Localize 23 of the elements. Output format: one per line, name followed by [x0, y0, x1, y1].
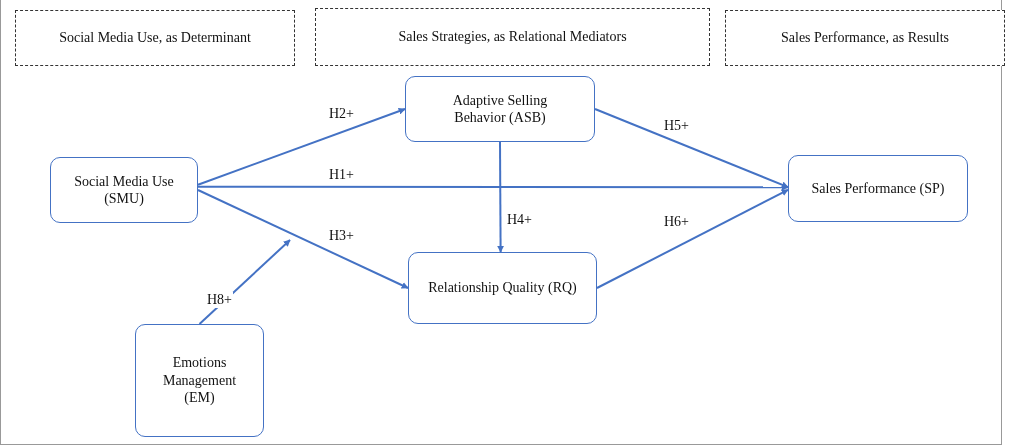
category-header-box: [15, 10, 295, 66]
construct-box: [788, 155, 968, 222]
node-label: Sales Strategies, as Relational Mediators: [398, 28, 627, 46]
arrow: [197, 107, 406, 186]
construct-box: [50, 157, 198, 223]
arrow: [596, 188, 789, 289]
node-label: Sales Performance, as Results: [781, 29, 949, 47]
category-header-box: [725, 10, 1005, 66]
node-label: Emotions Management (EM): [161, 354, 238, 407]
node-label: Relationship Quality (RQ): [428, 279, 577, 297]
construct-box: [135, 324, 264, 437]
node-label: Social Media Use, as Determinant: [59, 29, 251, 47]
construct-box: [405, 76, 595, 142]
category-header-box: [315, 8, 710, 66]
arrow: [594, 108, 789, 189]
edge-label: H8+: [206, 292, 233, 308]
arrow: [197, 189, 409, 289]
node-label: Adaptive Selling Behavior (ASB): [451, 91, 549, 127]
node-label: Sales Performance (SP): [811, 179, 945, 198]
arrow: [197, 183, 789, 191]
arrow: [497, 141, 505, 253]
construct-box: [408, 252, 597, 324]
node-label: Social Media Use (SMU): [73, 172, 175, 208]
